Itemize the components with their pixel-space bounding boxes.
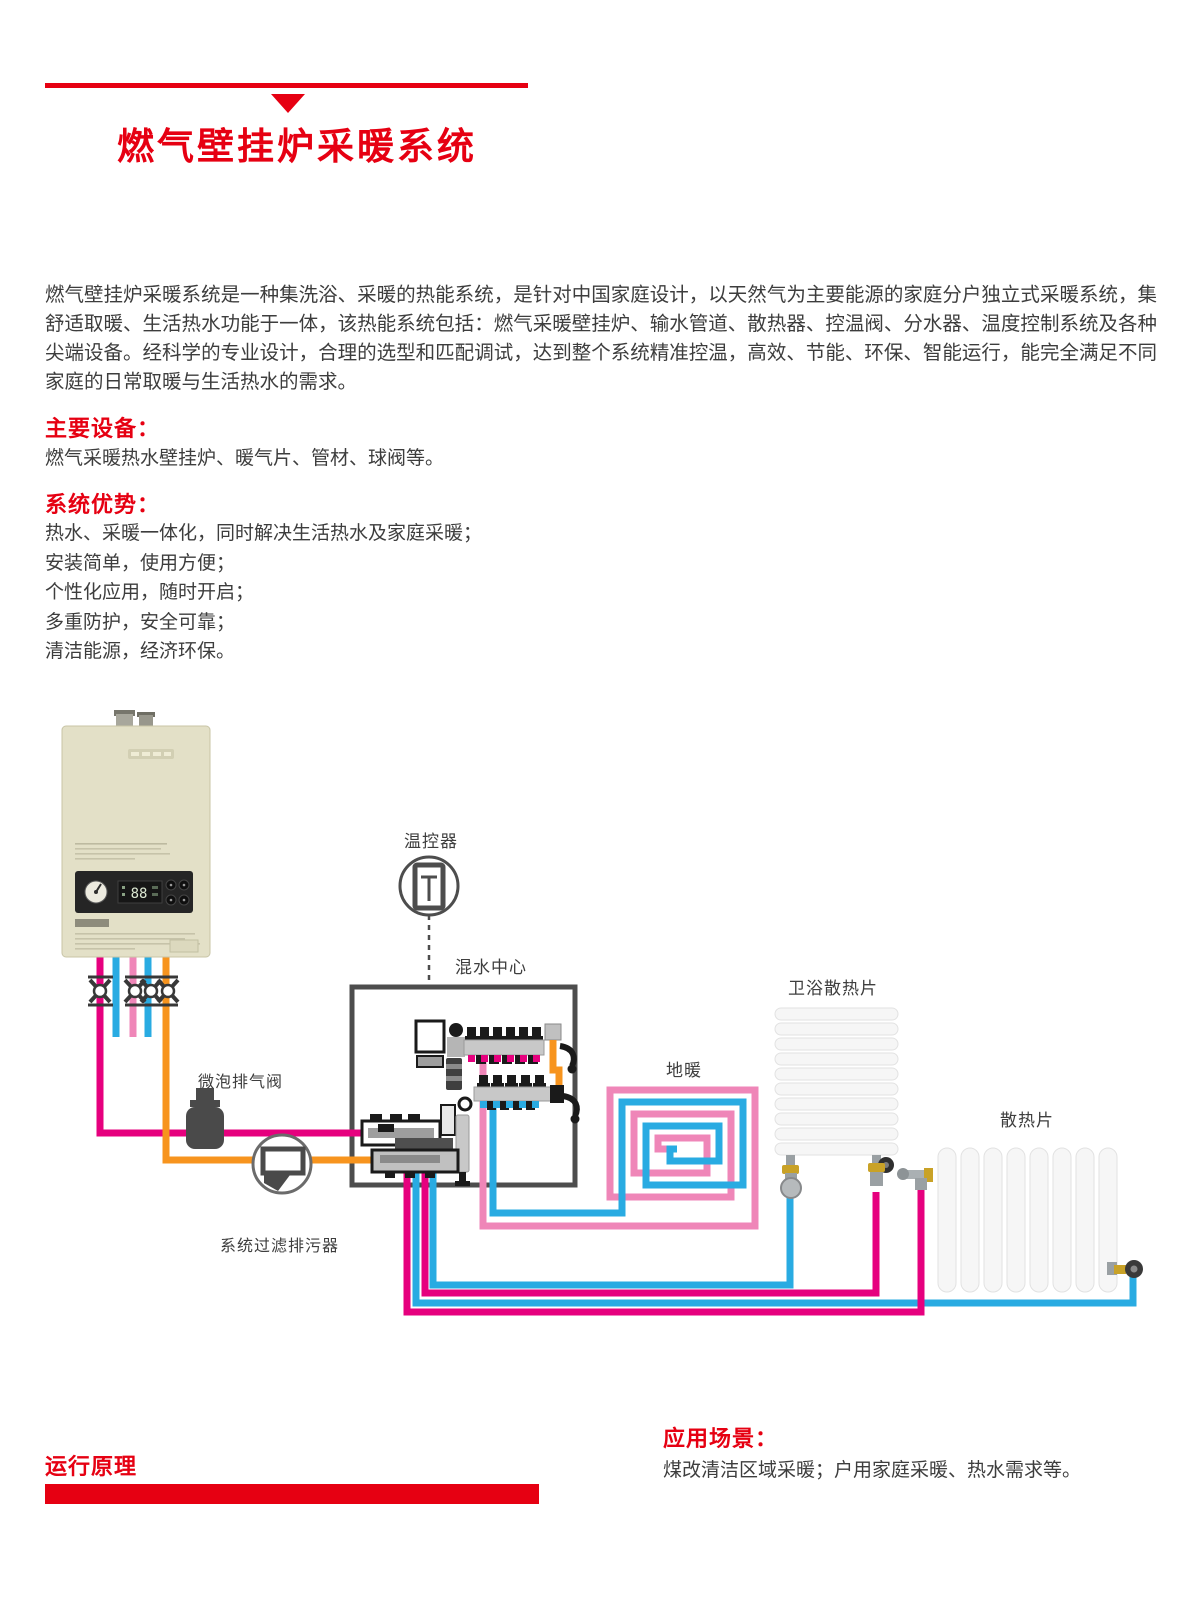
air-vent-valve-label: 微泡排气阀 <box>198 1074 284 1091</box>
boiler-control-panel: 88 <box>75 871 193 913</box>
bathroom-radiator <box>774 1007 899 1199</box>
thermostat <box>398 855 460 985</box>
thermostat-label: 温控器 <box>404 832 458 851</box>
advantage-item: 热水、采暖一体化，同时解决生活热水及家庭采暖； <box>45 523 483 544</box>
air-vent-valve <box>186 1088 224 1149</box>
principle-red-bar <box>45 1484 539 1504</box>
pipe-rad-return <box>403 1140 925 1316</box>
pipe-bath-return <box>421 1140 880 1297</box>
floor-heating-coil-pink <box>479 1058 759 1230</box>
pipe-boiler-orange <box>162 956 420 1164</box>
floor-heating-coil-blue <box>489 1098 747 1217</box>
pipe-network <box>96 956 1137 1316</box>
pipe-boiler-magenta <box>96 956 366 1137</box>
advantages-list: 热水、采暖一体化，同时解决生活热水及家庭采暖； 安装简单，使用方便； 个性化应用… <box>45 519 482 667</box>
header-rule <box>45 83 528 88</box>
bathroom-radiator-valve-left <box>780 1155 802 1199</box>
header-triangle-icon <box>271 94 305 113</box>
pipe-rad-supply <box>412 1140 1137 1307</box>
advantages-heading: 系统优势： <box>45 492 161 517</box>
equipment-body: 燃气采暖热水壁挂炉、暖气片、管材、球阀等。 <box>45 448 445 469</box>
advantage-item: 多重防护，安全可靠； <box>45 611 236 633</box>
pipe-bath-supply <box>429 1140 794 1289</box>
page-title: 燃气壁挂炉采暖系统 <box>117 126 477 167</box>
bathroom-radiator-label: 卫浴散热片 <box>788 979 878 998</box>
bathroom-radiator-valve-right <box>868 1155 894 1186</box>
boiler: 88 <box>61 710 211 958</box>
advantage-item: 个性化应用，随时开启； <box>45 582 255 603</box>
boiler-valves <box>88 975 180 1007</box>
radiator-valve-right <box>1107 1260 1143 1278</box>
principle-heading: 运行原理 <box>45 1454 138 1479</box>
radiator-label: 散热片 <box>1000 1111 1054 1130</box>
equipment-heading: 主要设备： <box>45 416 161 441</box>
radiator <box>897 1147 1143 1293</box>
intro-paragraph: 燃气壁挂炉采暖系统是一种集洗浴、采暖的热能系统，是针对中国家庭设计，以天然气为主… <box>45 284 1157 393</box>
radiator-valve-left <box>897 1168 933 1190</box>
system-filter <box>251 1133 313 1195</box>
boiler-display-value: 88 <box>131 886 148 902</box>
mixing-pump <box>360 1058 473 1186</box>
advantage-item: 安装简单，使用方便； <box>45 552 236 574</box>
advantage-item: 清洁能源，经济环保。 <box>45 641 236 662</box>
application-body: 煤改清洁区域采暖；户用家庭采暖、热水需求等。 <box>663 1460 1082 1481</box>
boiler-display <box>117 880 163 904</box>
floor-heating-label: 地暖 <box>666 1061 702 1080</box>
system-filter-label: 系统过滤排污器 <box>220 1238 340 1255</box>
application-heading: 应用场景： <box>663 1426 779 1451</box>
mixing-center-label: 混水中心 <box>455 958 527 977</box>
boiler-logo <box>128 749 174 759</box>
mixing-center-internals <box>360 1019 580 1186</box>
